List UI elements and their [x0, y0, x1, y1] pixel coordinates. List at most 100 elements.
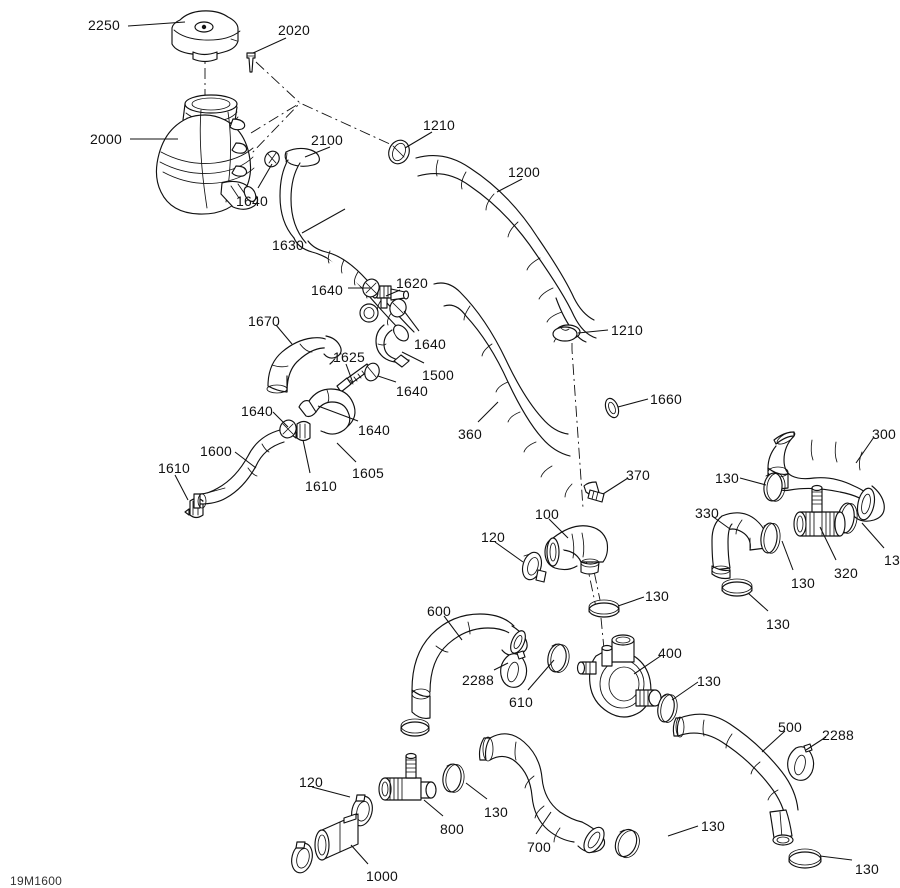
leader-clamp-ring: [667, 825, 699, 837]
hose-arch-600: [411, 613, 528, 719]
callout-label-clamp-spring: 1610: [305, 478, 337, 494]
leader-tee-fitting: [385, 289, 401, 297]
tee-fitting-lower-800: [378, 752, 437, 801]
callout-leader-lines: [127, 21, 885, 865]
callout-label-clamp-ring: 130: [715, 470, 739, 486]
leader-sleeve: [350, 844, 369, 865]
hose-lower-1600: [193, 429, 285, 509]
leader-screw: [252, 37, 287, 54]
leader-clamp: [272, 411, 289, 428]
leader-hose-reservoir: [301, 208, 346, 234]
clamp-ring-130-f: [657, 693, 678, 723]
hose-upper-1200: [415, 155, 597, 343]
clamp-worm-120-a: [521, 551, 547, 583]
leader-hose-upper: [496, 178, 523, 193]
elbow-hose-330: [711, 512, 768, 580]
leader-clamp: [377, 375, 397, 383]
leader-clamp: [317, 405, 359, 422]
hose-outlet-1660: [604, 397, 620, 419]
leader-clamp-ring: [747, 592, 769, 612]
callout-label-clamp-spring: 2288: [822, 727, 854, 743]
callout-label-clamp-spring: 1610: [158, 460, 190, 476]
callout-label-clamp: 1640: [236, 193, 268, 209]
hose-short-bend-1500: [375, 324, 410, 368]
plug-370: [587, 489, 605, 503]
callout-label-hose-arch: 600: [427, 603, 451, 619]
clamp-ring-610-b: [400, 718, 430, 737]
clamp-1640-b: [362, 278, 380, 298]
leader-elbow-fitting: [548, 518, 569, 539]
leader-clamp-ring: [819, 855, 853, 861]
callout-label-hose-short-bend: 1500: [422, 367, 454, 383]
clamp-1640-g: [359, 303, 379, 323]
callout-label-clamp-ring: 610: [509, 694, 533, 710]
callout-label-hose-curved: 1670: [248, 313, 280, 329]
callout-label-water-pump-housing: 400: [658, 645, 682, 661]
leader-hose-arch: [443, 615, 463, 641]
callout-label-hose-bend-top: 300: [872, 426, 896, 442]
clamp-ring-1210-a: [388, 139, 410, 165]
leader-clamp-ring: [404, 131, 433, 149]
callout-label-coolant-reservoir: 2000: [90, 131, 122, 147]
callout-label-clamp-worm: 120: [481, 529, 505, 545]
clamp-ring-130-e: [721, 578, 753, 597]
callout-label-hose-s-bend: 700: [527, 839, 551, 855]
clamp-ring-130-i: [442, 763, 465, 793]
callout-label-clamp-ring: 130: [645, 588, 669, 604]
water-pump-housing-400: [576, 634, 662, 718]
callout-label-hose-outlet: 1660: [650, 391, 682, 407]
clamp-ring-130-a: [588, 599, 620, 618]
callout-label-elbow-fitting: 100: [535, 506, 559, 522]
callout-label-clamp-ring: 130: [791, 575, 815, 591]
hose-long-lower-500: [672, 713, 799, 846]
callout-label-elbow-hose: 330: [695, 505, 719, 521]
hose-loop-1605: [298, 388, 356, 435]
callout-label-clamp-spring: 2288: [462, 672, 494, 688]
leader-clamp-ring: [577, 329, 609, 334]
leader-plug: [602, 477, 629, 495]
leader-clamp-spring: [302, 439, 311, 474]
leader-clamp-ring: [739, 477, 767, 486]
diagram-watermark: 19M1600: [10, 874, 63, 888]
callout-label-clamp-ring: 130: [697, 673, 721, 689]
leader-hose-s-bend: [535, 811, 552, 835]
leader-hose-long-lower: [761, 730, 786, 753]
callout-label-tee-fitting-lower: 800: [440, 821, 464, 837]
callout-label-clamp: 1640: [241, 403, 273, 419]
sleeve-1000: [314, 813, 359, 861]
callout-label-clamp-worm: 120: [299, 774, 323, 790]
leader-clamp-spring: [805, 736, 827, 751]
hose-s-bend-700: [478, 733, 606, 854]
coolant-reservoir-2000: [155, 94, 259, 215]
clamp-ring-130-b: [763, 472, 786, 502]
clamp-ring-130-d: [760, 522, 781, 554]
leader-clamp-spring: [493, 662, 509, 671]
clamp-1640-d: [364, 362, 380, 382]
leader-clamp-worm: [494, 541, 524, 563]
callout-label-clamp: 1640: [396, 383, 428, 399]
clamp-worm-120-c: [291, 841, 313, 874]
hose-bend-top-300: [767, 431, 885, 522]
callout-label-clamp-ring: 1210: [423, 117, 455, 133]
leader-clamp-worm: [311, 786, 351, 798]
clamp-spring-2288-b: [787, 743, 815, 781]
leader-hose-loop: [336, 442, 357, 463]
callout-label-plug: 370: [626, 467, 650, 483]
callout-label-hose-vent: 2100: [311, 132, 343, 148]
callout-label-hose-lower: 1600: [200, 443, 232, 459]
clamp-1640-e: [279, 419, 297, 439]
leader-clamp: [257, 163, 273, 189]
leader-tee-fitting-lower: [423, 799, 444, 817]
callout-label-clamp-ring: 1210: [611, 322, 643, 338]
leader-clamp-ring: [527, 659, 555, 691]
callout-label-clamp: 1640: [414, 336, 446, 352]
callout-label-hose-long-lower: 500: [778, 719, 802, 735]
tee-connector-320: [793, 484, 846, 537]
leader-clamp-ring: [617, 596, 645, 607]
callout-label-clamp: 1640: [358, 422, 390, 438]
clamp-ring-1210-b: [552, 326, 578, 342]
callout-label-clamp-ring: 130: [701, 818, 725, 834]
leader-stud-bolt: [345, 363, 354, 384]
